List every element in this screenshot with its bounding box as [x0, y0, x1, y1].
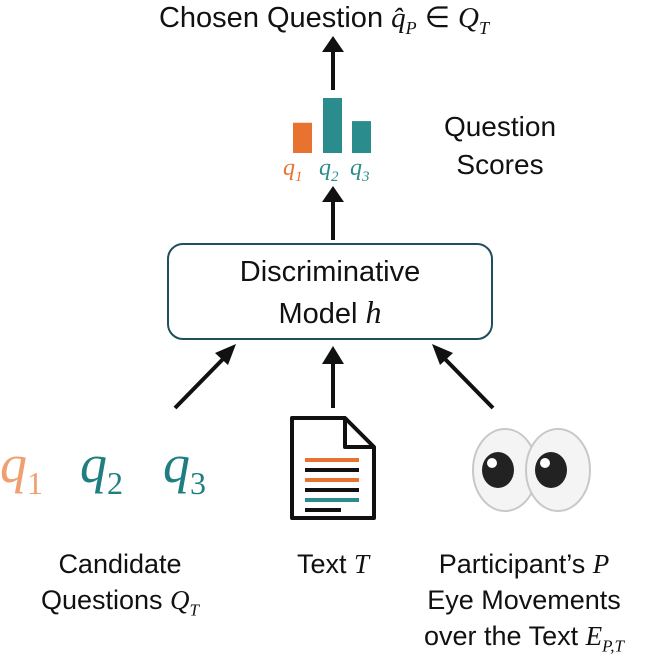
- arrowhead-scores: [322, 186, 344, 202]
- score-bar-q2: [323, 98, 342, 153]
- model-label: Discriminative Model h: [167, 252, 493, 334]
- model-label-line1: Discriminative: [239, 256, 421, 288]
- chosen-question-text: Chosen Question: [158, 2, 392, 34]
- question-scores-label: Question Scores: [420, 108, 580, 184]
- score-bars: [293, 98, 371, 153]
- question-set-symbol: Q: [458, 2, 479, 34]
- arrowhead-eyes: [432, 344, 453, 365]
- scores-label-line2: Scores: [456, 149, 544, 180]
- score-label-q2: q2: [319, 155, 339, 185]
- candidates-caption-line1: Candidate: [58, 549, 182, 579]
- eyes-caption-line3: over the Text EP,T: [424, 621, 624, 656]
- eyes-caption-line1: Participant’s P: [438, 549, 610, 579]
- score-label-q1: q1: [283, 155, 303, 185]
- arrow-candidates-to-model: [173, 356, 226, 410]
- candidate-q3: q3: [163, 434, 206, 501]
- candidate-q2: q2: [80, 434, 123, 501]
- q-hat-symbol: q̂: [391, 2, 406, 34]
- discriminative-model-box: [167, 243, 493, 340]
- element-of-symbol: ∈: [416, 2, 459, 34]
- model-label-line2: Model h: [278, 294, 382, 330]
- arrowhead-text: [322, 346, 344, 364]
- arrowhead-output: [322, 36, 344, 52]
- score-bar-q3: [352, 121, 371, 153]
- eyes-caption-line2: Eye Movements: [427, 585, 621, 615]
- score-bar-q1: [293, 122, 312, 153]
- score-bar-labels: q1 q2 q3: [283, 154, 383, 185]
- q-hat-subscript: P: [405, 17, 417, 38]
- chosen-question-title: Chosen Question q̂P ∈ QT: [0, 0, 648, 46]
- eyes-icon: [472, 428, 591, 512]
- score-label-q3: q3: [350, 155, 370, 185]
- document-icon: [290, 416, 376, 520]
- scores-label-line1: Question: [443, 111, 557, 142]
- model-h-symbol: h: [365, 294, 382, 330]
- arrow-eyes-to-model: [442, 356, 495, 410]
- candidate-questions-caption: Candidate Questions QT: [10, 546, 230, 628]
- candidate-q1: q1: [0, 434, 43, 501]
- text-caption: Text T: [296, 549, 370, 579]
- candidates-caption-line2: Questions QT: [40, 585, 200, 620]
- question-set-subscript: T: [478, 17, 489, 38]
- eye-movements-caption: Participant’s P Eye Movements over the T…: [400, 546, 648, 664]
- arrowhead-candidates: [215, 344, 236, 365]
